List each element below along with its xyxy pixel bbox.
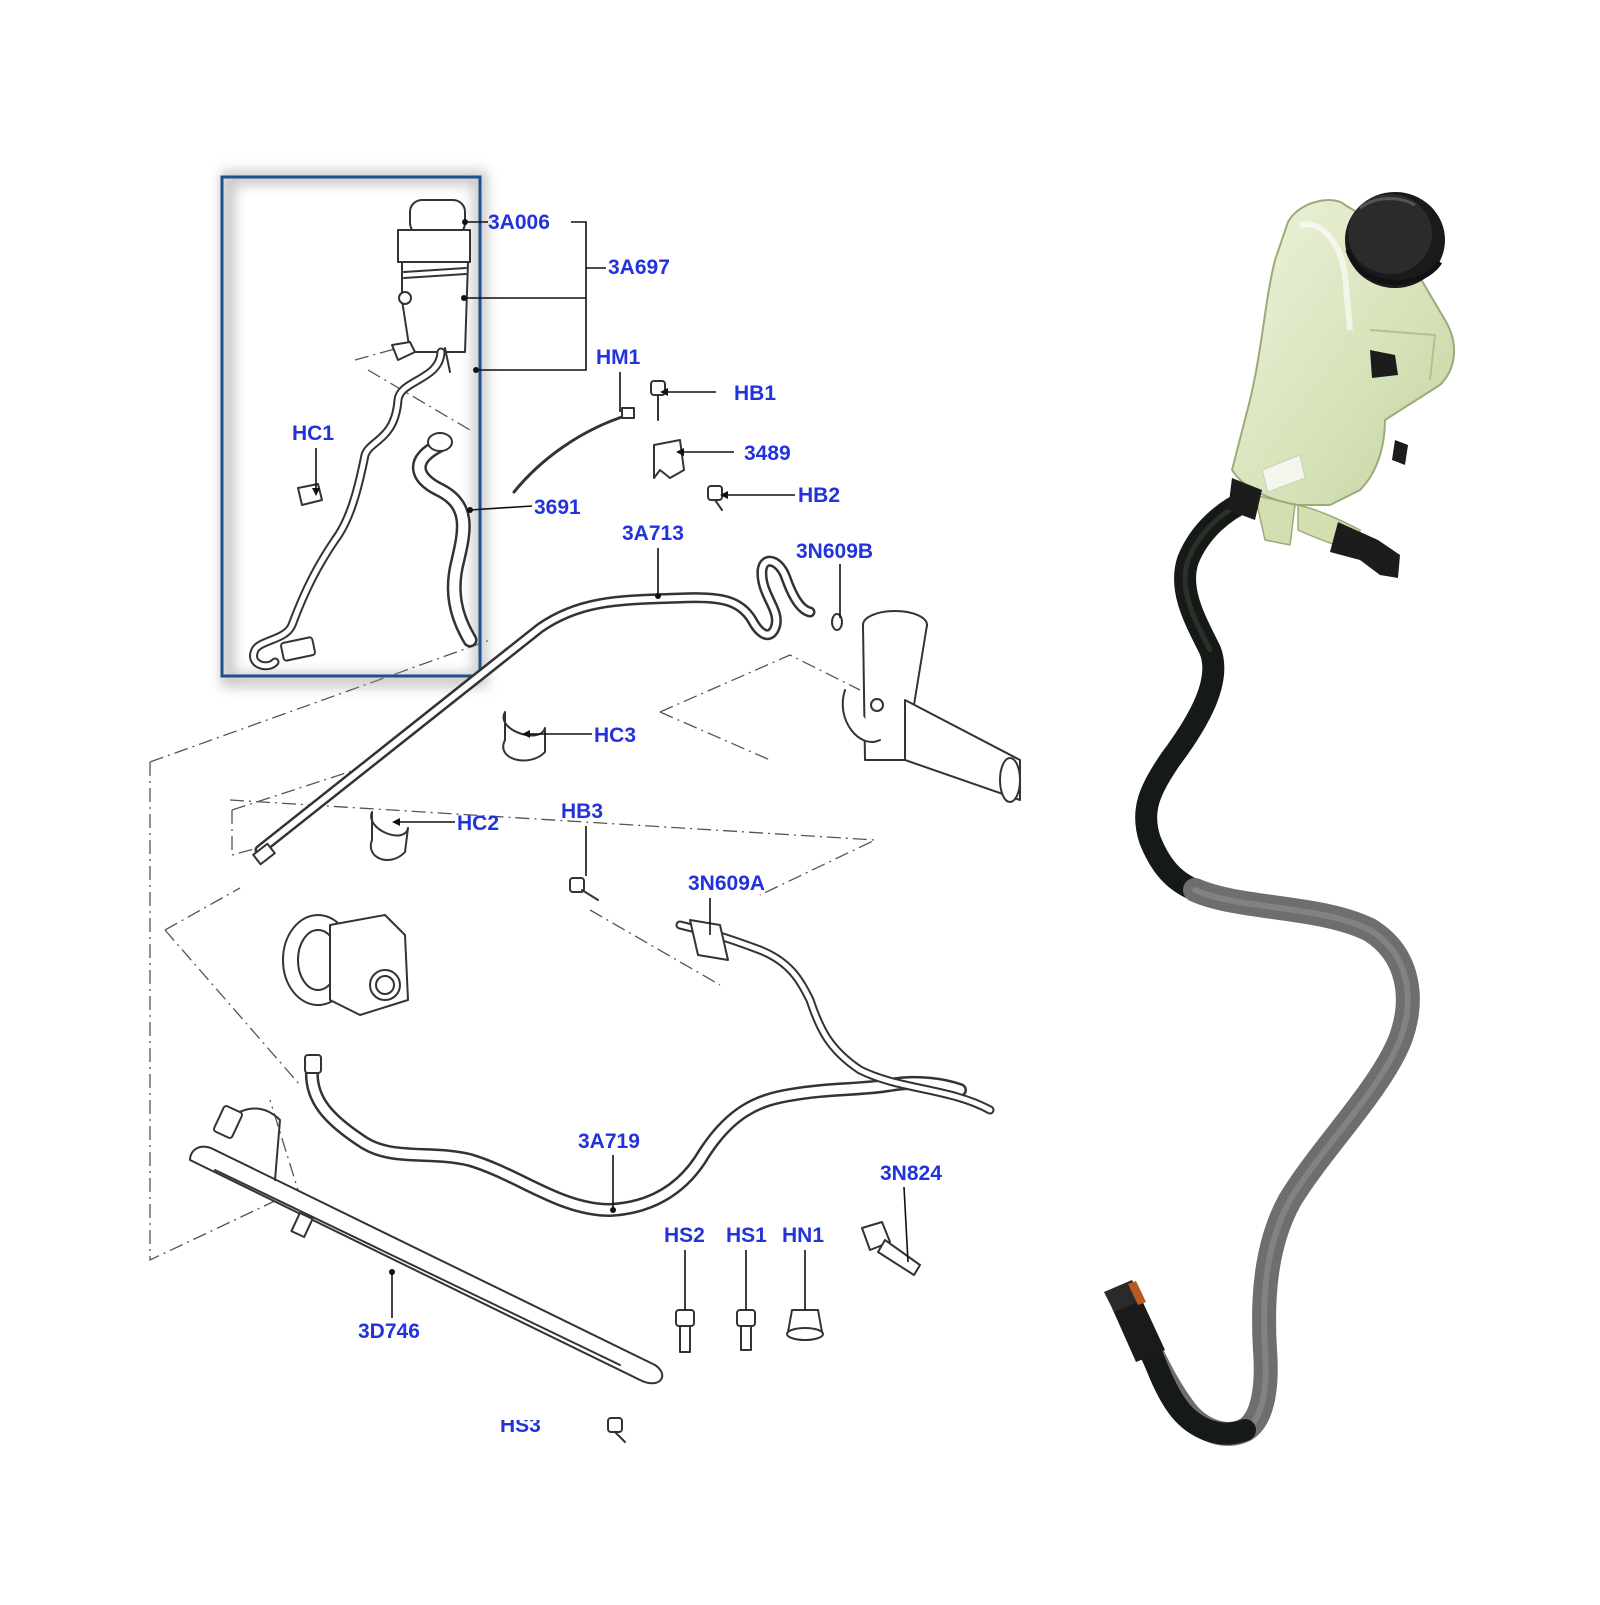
bracket-3489-drawing (653, 439, 685, 479)
steering-gear-drawing (841, 610, 1021, 803)
bolt-hs1-drawing (736, 1309, 756, 1351)
callout-arrowheads (312, 388, 728, 826)
clip-hc2-drawing (369, 811, 409, 861)
pump-drawing (282, 914, 409, 1016)
callout-dots (389, 219, 661, 1275)
hose-hm1-drawing (249, 347, 446, 671)
callout-hb3: HB3 (561, 800, 603, 823)
bolt-hs2-drawing (675, 1309, 695, 1353)
bolt-hb3-drawing (569, 877, 599, 901)
bolt-hb2-drawing (707, 485, 723, 511)
callout-hm1: HM1 (596, 346, 641, 369)
cooler-tube-3d746-drawing (189, 1145, 664, 1385)
callout-3n824: 3N824 (880, 1162, 942, 1185)
callout-3a713: 3A713 (622, 522, 684, 545)
hose-black-upper (1135, 489, 1259, 901)
hose-black-lower (1141, 1344, 1256, 1445)
clip-hc3-drawing (502, 711, 546, 762)
callout-hc1: HC1 (292, 422, 334, 445)
clip-hc1-drawing (297, 483, 323, 506)
bolt-hs3-drawing (607, 1417, 626, 1443)
callout-3n609a: 3N609A (688, 872, 765, 895)
reservoir-cap (1345, 192, 1445, 288)
callout-hs3: HS3 (500, 1414, 541, 1437)
callout-hb2: HB2 (798, 484, 840, 507)
product-photo (1104, 192, 1456, 1446)
callout-hs2: HS2 (664, 1224, 705, 1247)
callout-hc3: HC3 (594, 724, 636, 747)
callout-leaders (315, 221, 909, 1318)
outlet-cap (1330, 522, 1400, 578)
callout-hn1: HN1 (782, 1224, 824, 1247)
bolt-hb1-drawing (650, 380, 666, 421)
quick-connector (1104, 1280, 1165, 1362)
assembly-guide-lines (149, 341, 878, 1262)
callout-3a697: 3A697 (608, 256, 670, 279)
callout-hb1: HB1 (734, 382, 776, 405)
callout-labels: 3A006 3A697 HM1 HB1 HC1 3489 HB2 3691 3A… (292, 211, 942, 1437)
callout-3n609b: 3N609B (796, 540, 873, 563)
callout-3691: 3691 (534, 496, 581, 519)
reservoir-drawing (391, 199, 471, 373)
callout-3489: 3489 (744, 442, 791, 465)
hose-grey-sleeve (1138, 878, 1420, 1446)
callout-3d746: 3D746 (358, 1320, 420, 1343)
callout-3a719: 3A719 (578, 1130, 640, 1153)
line-art-parts (189, 199, 1021, 1443)
callout-3a006: 3A006 (488, 211, 550, 234)
highlight-box (220, 175, 482, 678)
callout-hc2: HC2 (457, 812, 499, 835)
fitting-3n824-drawing (861, 1221, 921, 1276)
nut-hn1-drawing (786, 1309, 824, 1341)
callout-hs1: HS1 (726, 1224, 767, 1247)
